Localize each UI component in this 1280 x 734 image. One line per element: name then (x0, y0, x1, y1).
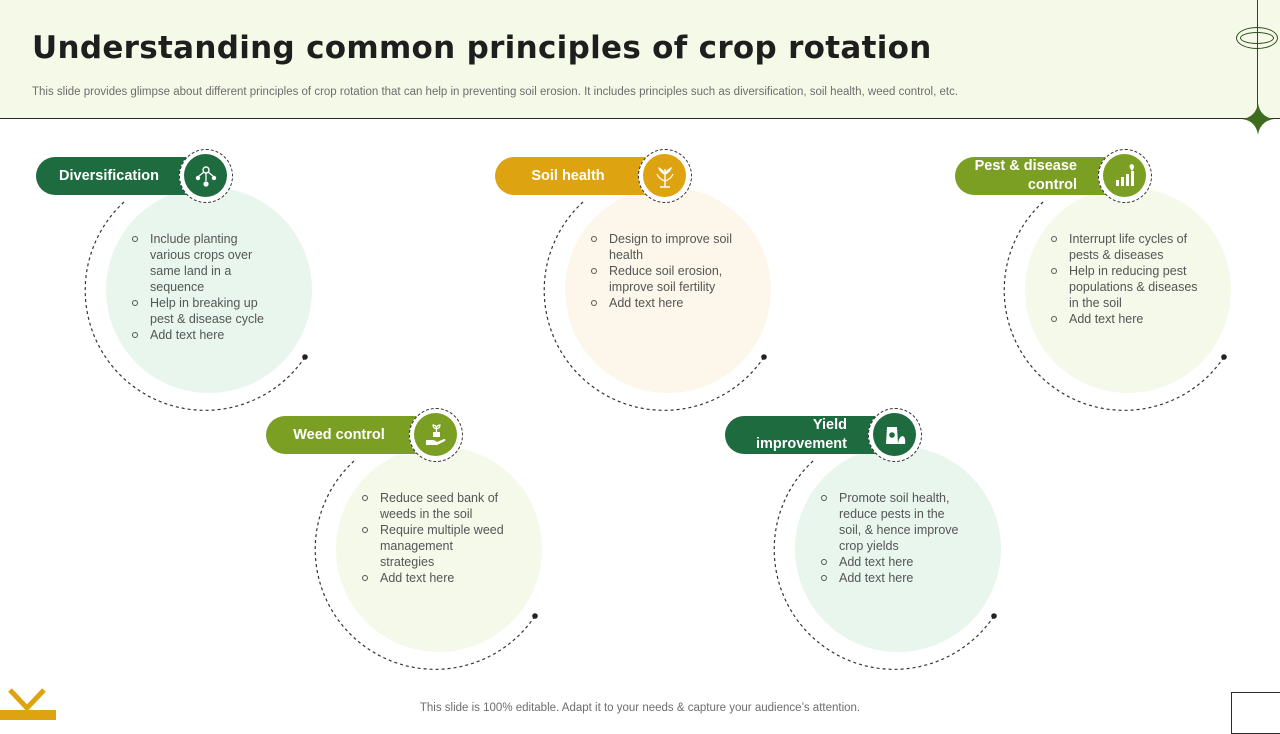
dashed-arc (773, 460, 997, 670)
bullet-item: Add text here (589, 295, 739, 311)
card-background (1025, 187, 1231, 393)
footer-note: This slide is 100% editable. Adapt it to… (419, 702, 861, 714)
principle-label: Soil health (531, 167, 605, 184)
bullet-item: Include planting various crops over same… (130, 231, 280, 295)
header-band: Understanding common principles of crop … (0, 0, 1280, 119)
page-subtitle: This slide provides glimpse about differ… (32, 86, 959, 98)
icon-ring (179, 149, 233, 203)
plant-sprout-icon (643, 154, 686, 197)
sparkle-icon (1242, 103, 1274, 135)
dashed-arc (1003, 201, 1227, 411)
bullet-item: Interrupt life cycles of pests & disease… (1049, 231, 1199, 263)
icon-ring (1098, 149, 1152, 203)
principle-bullet-list: Reduce seed bank of weeds in the soil Re… (360, 490, 510, 586)
decorative-leaf-corner (0, 688, 56, 720)
principle-card-weed-control: Weed control Reduce seed bank of weeds i… (266, 408, 566, 686)
principle-card-pest-disease-control: Pest & disease control Interrupt life cy… (955, 149, 1255, 427)
bullet-item: Add text here (130, 327, 280, 343)
principle-card-diversification: Diversification Include planting various… (36, 149, 336, 427)
bullet-item: Help in breaking up pest & disease cycle (130, 295, 280, 327)
dashed-arc (84, 201, 308, 411)
bullet-item: Design to improve soil health (589, 231, 739, 263)
card-background (336, 446, 542, 652)
fertilizer-bag-icon (873, 413, 916, 456)
principle-bullet-list: Include planting various crops over same… (130, 231, 280, 343)
bullet-item: Add text here (819, 554, 969, 570)
principle-label: Pest & disease control (974, 158, 1077, 193)
icon-ring (868, 408, 922, 462)
hand-seedling-icon (414, 413, 457, 456)
page-title: Understanding common principles of crop … (32, 30, 932, 66)
bullet-item: Reduce seed bank of weeds in the soil (360, 490, 510, 522)
principle-label: Weed control (293, 426, 385, 443)
bullet-item: Require multiple weed management strateg… (360, 522, 510, 570)
dashed-arc (314, 460, 538, 670)
growth-chart-icon (1103, 154, 1146, 197)
principle-bullet-list: Promote soil health, reduce pests in the… (819, 490, 969, 586)
principle-label: Yield improvement (755, 417, 847, 452)
principle-bullet-list: Interrupt life cycles of pests & disease… (1049, 231, 1199, 327)
bullet-item: Add text here (360, 570, 510, 586)
bullet-item: Promote soil health, reduce pests in the… (819, 490, 969, 554)
decorative-vertical-line (1257, 0, 1258, 122)
bullet-item: Add text here (1049, 311, 1199, 327)
bullet-item: Reduce soil erosion, improve soil fertil… (589, 263, 739, 295)
network-icon (184, 154, 227, 197)
card-background (565, 187, 771, 393)
principle-card-soil-health: Soil health Design to improve soil healt… (495, 149, 795, 427)
principle-card-yield-improvement: Yield improvement Promote soil health, r… (725, 408, 1025, 686)
card-background (795, 446, 1001, 652)
principle-bullet-list: Design to improve soil health Reduce soi… (589, 231, 739, 311)
icon-ring (638, 149, 692, 203)
card-background (106, 187, 312, 393)
bullet-item: Help in reducing pest populations & dise… (1049, 263, 1199, 311)
dashed-arc (543, 201, 767, 411)
principle-label: Diversification (59, 167, 159, 184)
bullet-item: Add text here (819, 570, 969, 586)
icon-ring (409, 408, 463, 462)
decorative-ring (1236, 27, 1278, 49)
decorative-corner-box (1231, 692, 1280, 734)
